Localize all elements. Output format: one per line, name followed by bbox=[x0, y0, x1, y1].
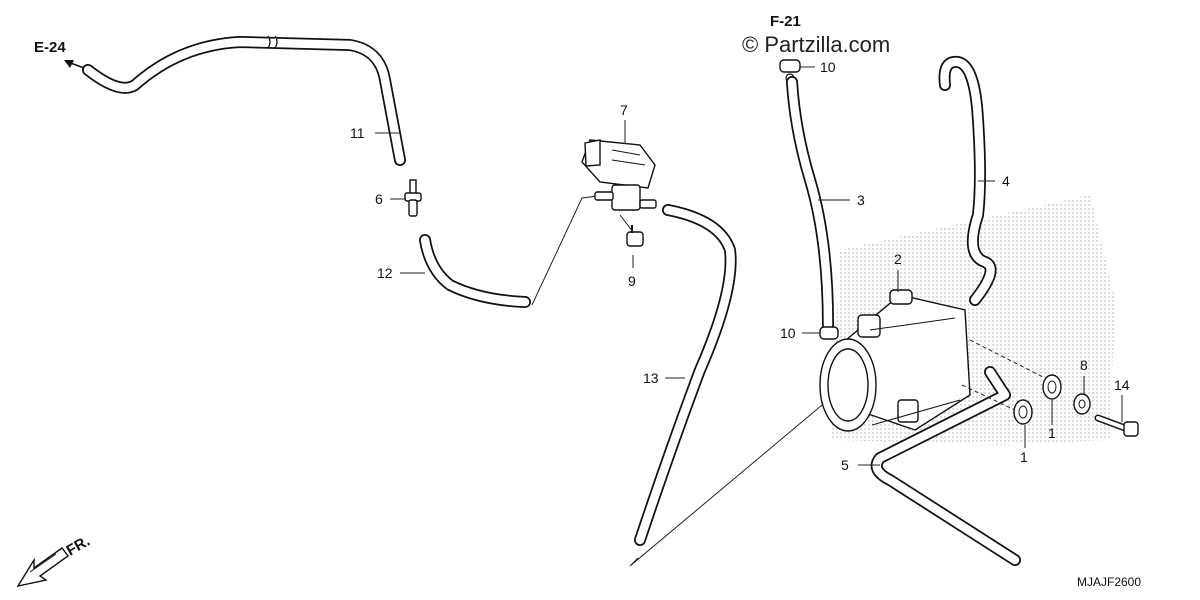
leader-9-bolt bbox=[619, 214, 634, 233]
clamp-10-top[interactable] bbox=[779, 59, 801, 83]
reference-f21: F-21 bbox=[770, 13, 801, 30]
hose-11[interactable] bbox=[82, 35, 406, 166]
callout-6: 6 bbox=[375, 191, 383, 207]
callout-10-lower: 10 bbox=[780, 325, 796, 341]
callout-9: 9 bbox=[628, 273, 636, 289]
dash-leader-grommets bbox=[961, 339, 1046, 411]
connection-line-13 bbox=[629, 389, 841, 567]
bolt-14[interactable] bbox=[1094, 414, 1139, 437]
grommet-1-lower[interactable] bbox=[1013, 399, 1033, 425]
reference-e24: E-24 bbox=[34, 39, 66, 56]
hose-4[interactable] bbox=[938, 55, 997, 306]
arrow-head-e24 bbox=[64, 60, 74, 68]
hose-13[interactable] bbox=[634, 204, 737, 546]
callout-12: 12 bbox=[377, 265, 393, 281]
hose-5[interactable] bbox=[870, 366, 1021, 566]
callout-1-upper: 1 bbox=[1048, 425, 1056, 441]
bolt-9[interactable] bbox=[626, 225, 644, 247]
solenoid-valve-7[interactable] bbox=[581, 139, 657, 211]
watermark: © Partzilla.com bbox=[742, 32, 890, 57]
front-arrow-icon bbox=[16, 547, 69, 588]
callout-7: 7 bbox=[620, 102, 628, 118]
diagram-code: MJAJF2600 bbox=[1077, 575, 1141, 589]
clamp-10-lower[interactable] bbox=[819, 326, 839, 340]
callout-13: 13 bbox=[643, 370, 659, 386]
callout-3: 3 bbox=[857, 192, 865, 208]
callout-10-top: 10 bbox=[820, 59, 836, 75]
collar-8[interactable] bbox=[1073, 393, 1091, 415]
callout-8: 8 bbox=[1080, 357, 1088, 373]
grommet-1-upper[interactable] bbox=[1042, 374, 1062, 400]
hose-12[interactable] bbox=[419, 234, 531, 308]
hose-3[interactable] bbox=[786, 76, 834, 331]
callout-11: 11 bbox=[350, 125, 365, 141]
connection-line-12 bbox=[531, 195, 599, 306]
callout-4: 4 bbox=[1002, 173, 1010, 189]
callout-14: 14 bbox=[1114, 377, 1130, 393]
joint-6[interactable] bbox=[404, 179, 422, 217]
callout-2: 2 bbox=[894, 251, 902, 267]
canister-2[interactable] bbox=[819, 289, 971, 432]
callout-5: 5 bbox=[841, 457, 849, 473]
leader-lines bbox=[375, 66, 1123, 466]
callout-1-lower: 1 bbox=[1020, 449, 1028, 465]
